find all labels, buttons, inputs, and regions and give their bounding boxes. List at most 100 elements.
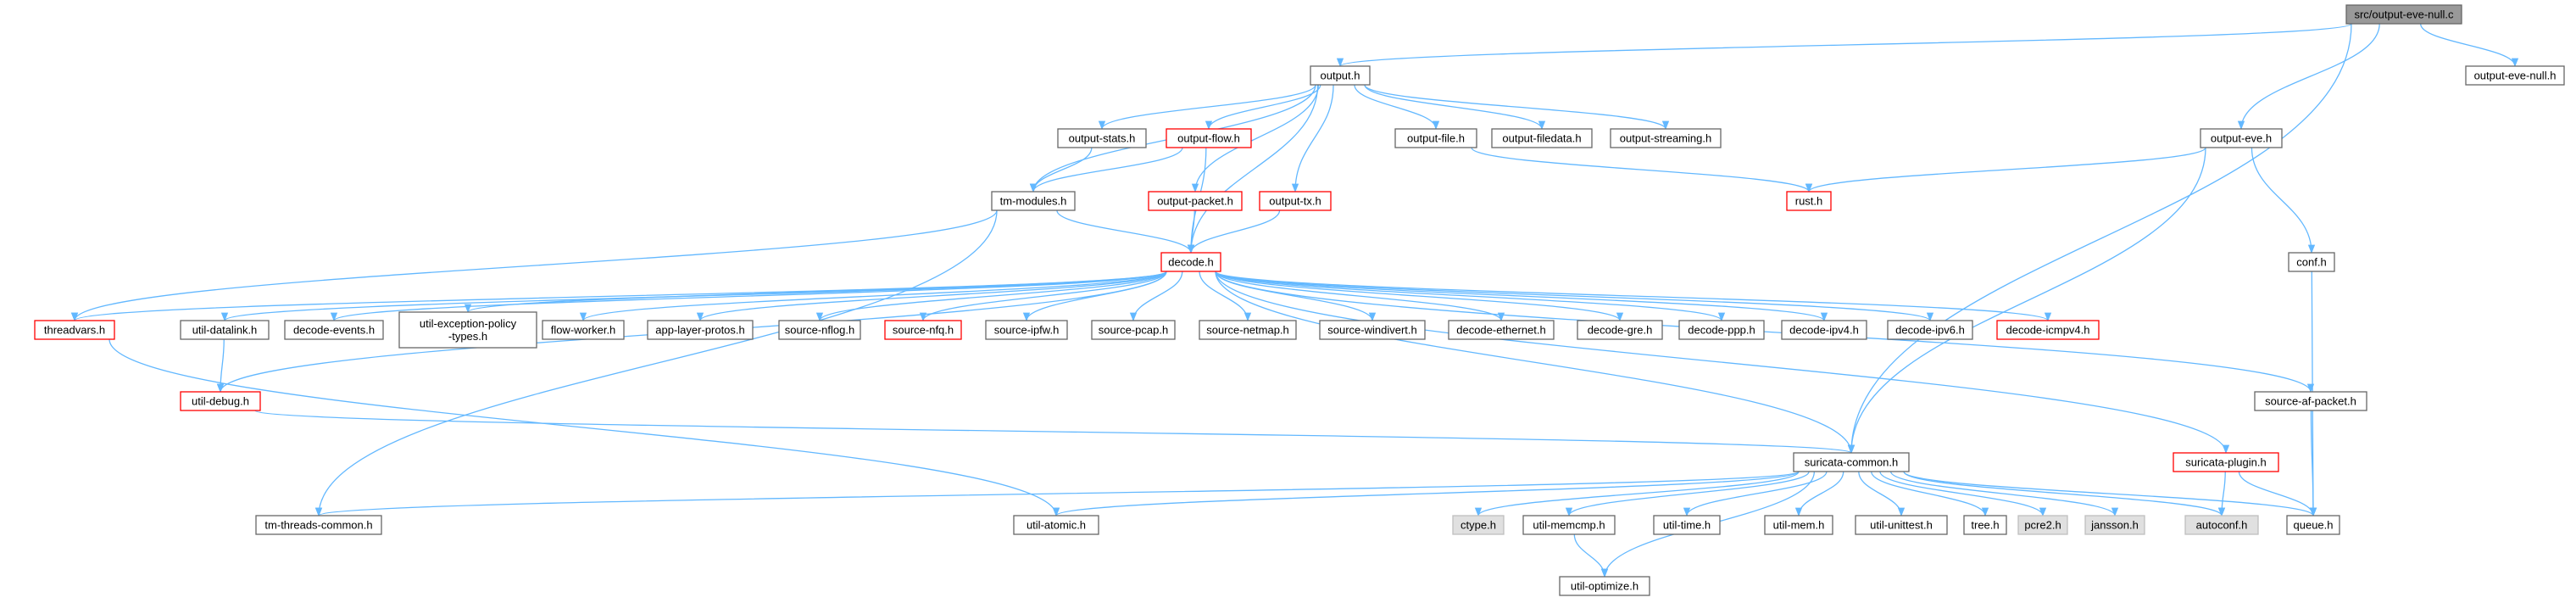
node-queue-h[interactable]: queue.h [2286,515,2340,535]
node-util-optimize-h[interactable]: util-optimize.h [1559,576,1650,596]
node-util-exception-h[interactable]: util-exception-policy-types.h [398,311,537,349]
node-autoconf-h[interactable]: autoconf.h [2184,515,2259,535]
edge-suricata_common_h-to-ctype_h [1474,471,1800,517]
node-box [2465,65,2565,86]
edge-suricata_common_h-to-jansson_h [1890,471,2119,517]
node-box [2254,391,2367,411]
node-decode-ipv4-h[interactable]: decode-ipv4.h [1781,320,1867,340]
node-box [284,320,384,340]
node-box [1310,65,1371,86]
edge-output_h-to-decode_h [1187,84,1319,254]
node-source-pcap-h[interactable]: source-pcap.h [1091,320,1176,340]
edge-root-to-suricata_common_h [1847,23,2352,455]
edge-tm_modules_h-to-tm_threads_common_h [314,209,998,517]
node-output-eve-h[interactable]: output-eve.h [2200,128,2283,148]
edge-output_h-to-output_filedata_h [1364,84,1546,131]
node-decode-h[interactable]: decode.h [1160,252,1221,272]
node-util-memcmp-h[interactable]: util-memcmp.h [1522,515,1616,535]
node-util-time-h[interactable]: util-time.h [1653,515,1721,535]
node-label: suricata-common.h [1805,455,1899,468]
edge-decode_h-to-decode_icmpv4_h [1215,271,2051,322]
edge-suricata_common_h-to-util_unittest_h [1858,471,1906,517]
node-box [1160,252,1221,272]
node-decode-ppp-h[interactable]: decode-ppp.h [1678,320,1765,340]
edge-decode_h-to-threadvars_h [71,271,1167,322]
edge-output_eve_h-to-conf_h [2251,147,2316,254]
node-label: util-debug.h [192,394,249,407]
node-tm-modules-h[interactable]: tm-modules.h [991,191,1076,211]
node-label: suricata-plugin.h [2185,455,2266,468]
node-box [1013,515,1099,535]
node-label: output-streaming.h [1620,131,1711,144]
node-label: output-eve.h [2211,131,2272,144]
edge-decode_h-to-app_layer_protos_h [697,271,1167,322]
node-source-nflog-h[interactable]: source-nflog.h [778,320,861,340]
node-output-tx-h[interactable]: output-tx.h [1259,191,1332,211]
node-box [1259,191,1332,211]
edge-decode_h-to-decode_ppp_h [1215,271,1725,322]
edge-suricata_common_h-to-tm_threads_common_h [315,471,1800,517]
node-decode-events-h[interactable]: decode-events.h [284,320,384,340]
node-conf-h[interactable]: conf.h [2288,252,2335,272]
node-label: tree.h [1971,518,1999,531]
node-threadvars-h[interactable]: threadvars.h [34,320,115,340]
node-output-file-h[interactable]: output-file.h [1394,128,1477,148]
node-util-unittest-h[interactable]: util-unittest.h [1855,515,1948,535]
node-source-netmap-h[interactable]: source-netmap.h [1199,320,1297,340]
node-source-ipfw-h[interactable]: source-ipfw.h [985,320,1068,340]
node-label: decode-ipv6.h [1895,323,1965,336]
node-output-packet-h[interactable]: output-packet.h [1148,191,1243,211]
node-decode-ethernet-h[interactable]: decode-ethernet.h [1448,320,1555,340]
node-app-layer-protos-h[interactable]: app-layer-protos.h [647,320,754,340]
node-output-filedata-h[interactable]: output-filedata.h [1491,128,1593,148]
node-ctype-h[interactable]: ctype.h [1452,515,1505,535]
edge-util_memcmp_h-to-util_optimize_h [1573,533,1609,578]
node-label: conf.h [2296,255,2326,268]
node-label: output-stats.h [1069,131,1136,144]
node-jansson-h[interactable]: jansson.h [2084,515,2145,535]
edge-decode_h-to-source_netmap_h [1199,271,1252,322]
node-label: util-atomic.h [1027,518,1086,531]
node-output-flow-h[interactable]: output-flow.h [1166,128,1252,148]
node-label: output-packet.h [1157,194,1233,207]
node-source-af-packet-h[interactable]: source-af-packet.h [2254,391,2367,411]
node-source-windivert-h[interactable]: source-windivert.h [1319,320,1426,340]
node-box [1678,320,1765,340]
node-label: decode.h [1168,255,1214,268]
node-pcre2-h[interactable]: pcre2.h [2017,515,2068,535]
node-decode-gre-h[interactable]: decode-gre.h [1577,320,1663,340]
node-util-atomic-h[interactable]: util-atomic.h [1013,515,1099,535]
node-util-mem-h[interactable]: util-mem.h [1764,515,1833,535]
node-suricata-common-h[interactable]: suricata-common.h [1793,452,1910,472]
node-tree-h[interactable]: tree.h [1963,515,2007,535]
node-util-datalink-h[interactable]: util-datalink.h [180,320,270,340]
node-box [2084,515,2145,535]
edge-suricata_common_h-to-tree_h [1871,471,1989,517]
node-box [2345,4,2462,25]
edge-output_h-to-output_tx_h [1291,84,1334,193]
node-rust-h[interactable]: rust.h [1786,191,1832,211]
node-output-stats-h[interactable]: output-stats.h [1057,128,1147,148]
node-decode-ipv6-h[interactable]: decode-ipv6.h [1887,320,1973,340]
node-output-streaming-h[interactable]: output-streaming.h [1610,128,1722,148]
node-flow-worker-h[interactable]: flow-worker.h [542,320,625,340]
edge-output_stats_h-to-tm_modules_h [1029,147,1093,193]
node-box [398,311,537,349]
node-box [1577,320,1663,340]
node-decode-icmpv4-h[interactable]: decode-icmpv4.h [1996,320,2100,340]
node-label: util-exception-policy [420,317,517,330]
edge-decode_h-to-decode_ipv4_h [1215,271,1828,322]
edge-decode_h-to-source_pcap_h [1129,271,1183,322]
edge-suricata_common_h-to-autoconf_h [1903,471,2226,517]
node-tm-threads-common-h[interactable]: tm-threads-common.h [255,515,382,535]
node-suricata-plugin-h[interactable]: suricata-plugin.h [2173,452,2279,472]
node-util-debug-h[interactable]: util-debug.h [180,391,261,411]
node-source-nfq-h[interactable]: source-nfq.h [884,320,962,340]
node-root[interactable]: src/output-eve-null.c [2345,4,2462,25]
node-output-eve-null-h[interactable]: output-eve-null.h [2465,65,2565,86]
node-box [1522,515,1616,535]
node-output-h[interactable]: output.h [1310,65,1371,86]
node-box [1764,515,1833,535]
edge-output_h-to-output_streaming_h [1364,84,1670,131]
edge-decode_h-to-decode_ethernet_h [1215,271,1505,322]
